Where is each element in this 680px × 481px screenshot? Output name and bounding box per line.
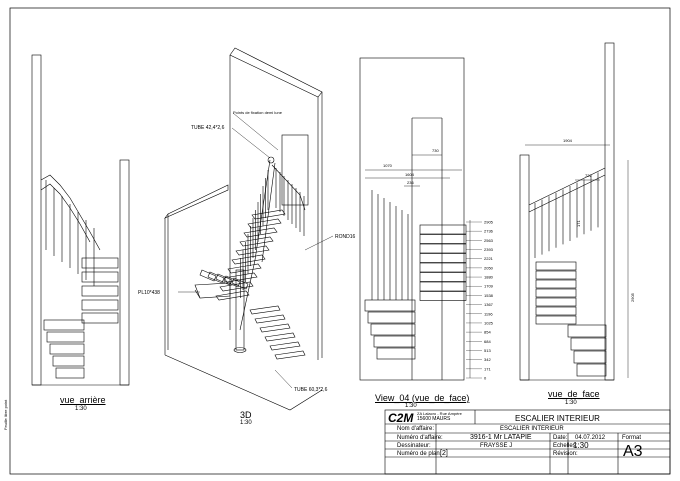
company-address-1: ZA Lalacro - Rue Ampère: [417, 411, 462, 416]
view04-scale: 1:30: [405, 403, 417, 409]
callout-rond: ROND16: [335, 234, 356, 240]
v04-level-label: 1196: [484, 311, 493, 316]
iso-view: [164, 47, 323, 411]
side-note: Feuille libre point: [3, 399, 8, 430]
v04-level-label: 2736: [484, 229, 494, 234]
front-dim-2905: 2905: [630, 292, 635, 302]
format-value: A3: [623, 443, 643, 460]
view04-label: View_04 (vue_de_face): [375, 393, 470, 403]
callout-plat: PL10*438: [138, 290, 160, 296]
v04-dim-1604: 1604: [405, 172, 415, 177]
v04-level-label: 684: [484, 339, 491, 344]
v04-level-label: 1880: [484, 275, 494, 280]
date-label: Date:: [553, 435, 568, 441]
company-address-2: 15600 MAURS: [417, 416, 451, 422]
sheet-border: [9, 7, 671, 475]
rear-view-label: vue_arrière: [60, 395, 106, 405]
callout-tube-top: TUBE 42,4*2,6: [191, 125, 225, 131]
v04-level-label: 1538: [484, 293, 494, 298]
v04-level-label: 2050: [484, 265, 494, 270]
company-logo: C2M: [388, 411, 414, 425]
callout-fixation: Points de fixation demi lune: [233, 110, 283, 115]
echelle-value: 1:30: [573, 441, 589, 450]
callout-tube-bottom: TUBE 60,3*2,6: [294, 387, 328, 393]
rear-view: [31, 54, 130, 386]
rear-view-scale: 1:30: [75, 406, 87, 412]
row-value-dessinateur: FRAYSSE J: [480, 443, 513, 449]
row-value-plan: [2]: [440, 450, 448, 457]
revision-label: Révision:: [553, 451, 578, 457]
v04-level-label: 854: [484, 330, 491, 335]
front-view-label: vue_de_face: [548, 389, 600, 399]
view04: [359, 57, 471, 381]
echelle-label: Echelles:: [553, 443, 578, 449]
row-label-plan: Numéro de plan:: [397, 451, 442, 457]
row-label-nom: Nom d'affaire:: [397, 426, 435, 432]
format-label: Format: [622, 435, 642, 441]
v04-level-label: 2393: [484, 247, 494, 252]
title-block: C2M ZA Lalacro - Rue Ampère 15600 MAURS …: [385, 410, 670, 474]
v04-dim-730: 730: [432, 148, 439, 153]
drawing-title: ESCALIER INTERIEUR: [515, 414, 600, 423]
row-value-nom: ESCALIER INTERIEUR: [500, 426, 564, 432]
v04-level-label: 1367: [484, 302, 494, 307]
v04-dim-236: 236: [407, 180, 414, 185]
iso-view-label: 3D: [240, 410, 252, 420]
v04-level-label: 2221: [484, 256, 494, 261]
v04-level-label: 171: [484, 366, 491, 371]
v04-level-label: 342: [484, 357, 491, 362]
v04-level-label: 2563: [484, 238, 494, 243]
front-dim-1904: 1904: [563, 138, 573, 143]
v04-level-label: 513: [484, 348, 491, 353]
title-block-frame: [384, 409, 671, 475]
row-label-dessinateur: Dessinateur:: [397, 443, 431, 449]
v04-level-label: 2905: [484, 220, 494, 225]
v04-dim-1070: 1070: [383, 163, 393, 168]
row-label-numero: Numéro d'affaire:: [397, 435, 443, 441]
front-dim-171: 171: [576, 220, 581, 227]
front-view: [519, 42, 629, 381]
row-value-numero: 3916-1 Mr LATAPIE: [470, 434, 532, 441]
v04-level-label: 1025: [484, 320, 494, 325]
v04-level-label: 0: [484, 376, 487, 381]
front-view-scale: 1:30: [565, 400, 577, 406]
callout-leaders: [178, 112, 334, 389]
front-dim-722: 722: [585, 173, 592, 178]
v04-level-label: 1709: [484, 284, 494, 289]
iso-view-scale: 1:30: [240, 420, 252, 426]
date-value: 04.07.2012: [575, 435, 606, 441]
